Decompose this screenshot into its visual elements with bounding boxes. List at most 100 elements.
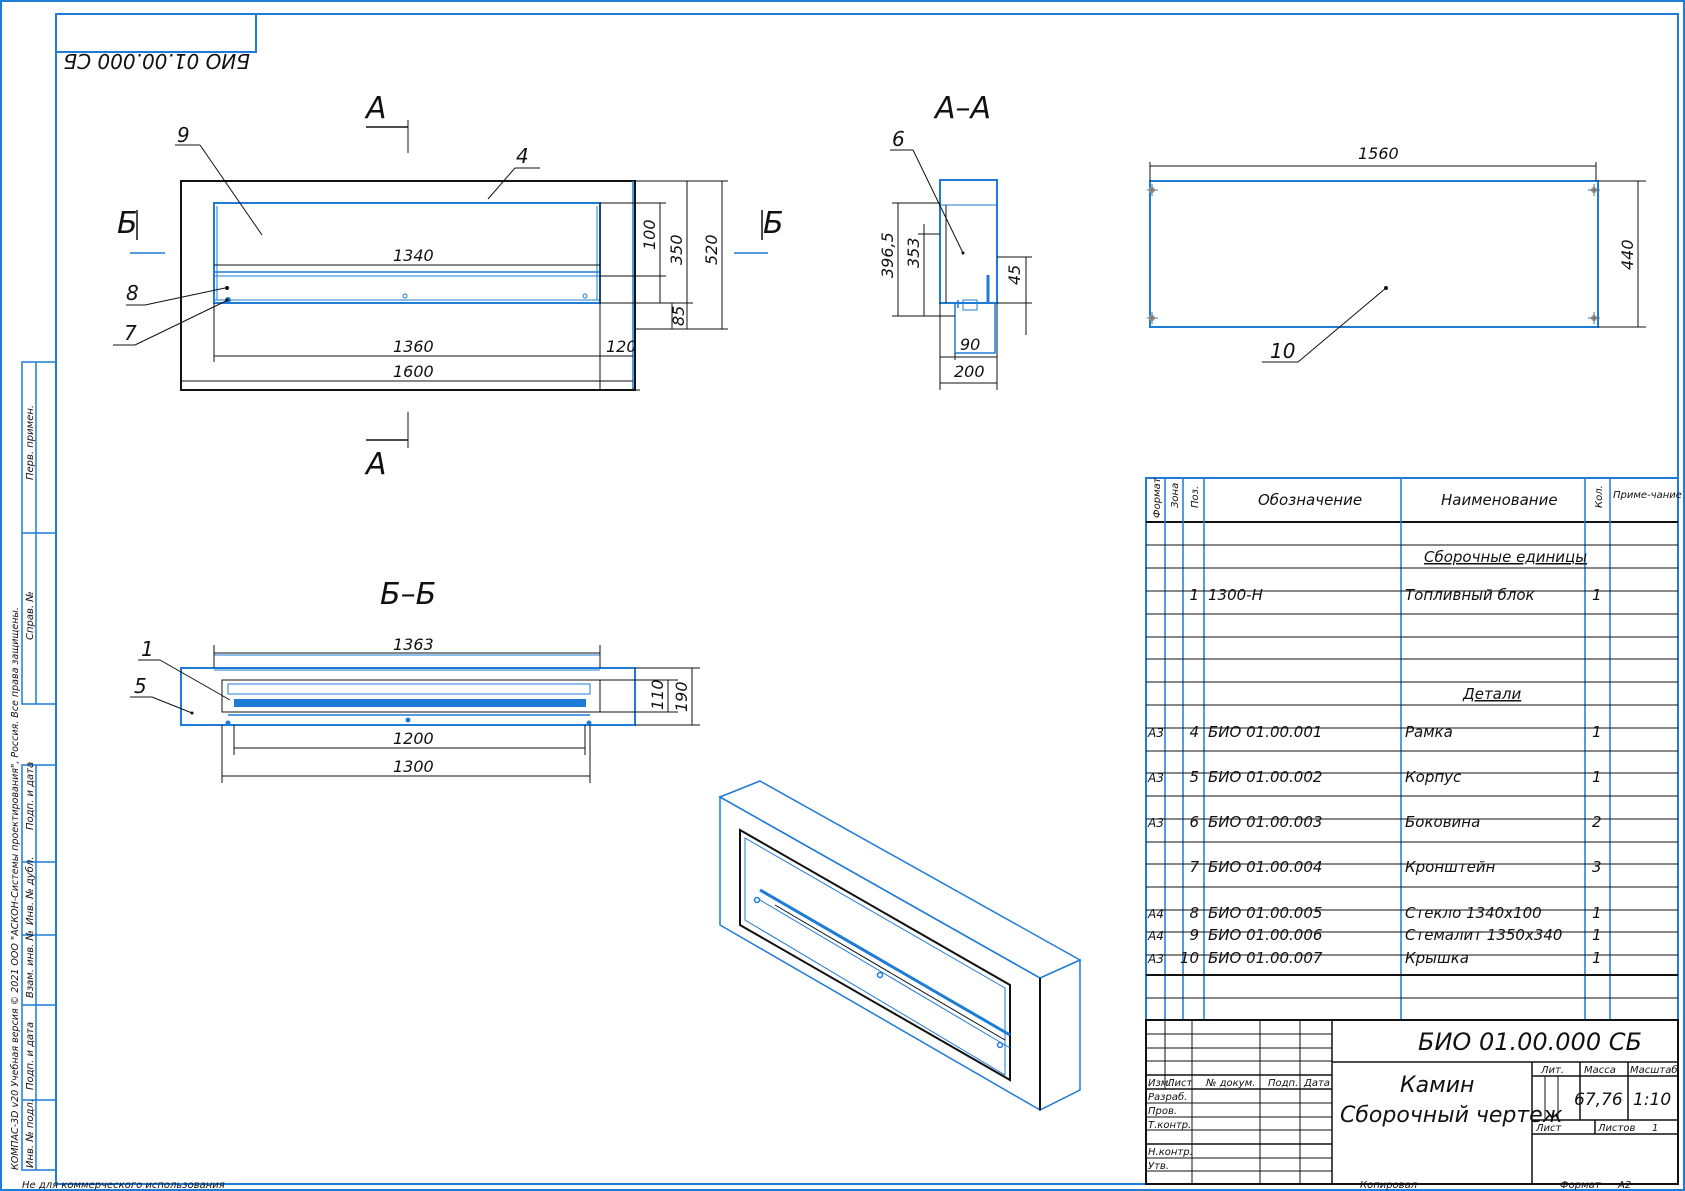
side-note: КОМПАС-3D v20 Учебная версия © 2021 ООО …	[10, 607, 21, 1170]
stamp-box: БИО 01.00.000 СБ	[55, 13, 257, 73]
leader-4: 4	[516, 144, 529, 168]
spec-header-name: Наименование	[1441, 491, 1558, 509]
dim-1360: 1360	[393, 337, 434, 356]
dim-1340: 1340	[393, 246, 434, 265]
spec-row-name: Стекло 1340х100	[1405, 904, 1542, 922]
dim-1600: 1600	[393, 362, 434, 381]
spec-row-name: Боковина	[1405, 813, 1480, 831]
dim-1200: 1200	[393, 729, 434, 748]
title-block: БИО 01.00.000 СБ Камин Сборочный чертеж …	[1145, 1019, 1679, 1185]
section-aa: А–А	[933, 91, 998, 354]
title-sheets-count: 1	[1652, 1123, 1658, 1134]
left-strip	[21, 361, 57, 1171]
spec-row-code: 1300-Н	[1208, 586, 1263, 604]
spec-row-name: Рамка	[1405, 723, 1453, 741]
spec-row-qty: 1	[1592, 904, 1602, 922]
side-label-dubl: Инв. № дубл.	[24, 857, 36, 925]
spec-row-name: Топливный блок	[1405, 586, 1535, 604]
dim-85: 85	[669, 306, 688, 326]
leader-9: 9	[177, 123, 190, 147]
section-b-left: Б	[117, 206, 138, 241]
col-head-date: Дата	[1303, 1078, 1330, 1089]
title-code: БИО 01.00.000 СБ	[1418, 1028, 1642, 1056]
footer: Не для коммерческого использования Копир…	[22, 1180, 1631, 1191]
role-tkontr: Т.контр.	[1148, 1120, 1191, 1131]
spec-row-qty: 1	[1592, 926, 1602, 944]
stamp-code: БИО 01.00.000 СБ	[63, 49, 250, 73]
section-bb-dim-text: 1363 110 190 1200 1300	[393, 635, 691, 776]
spec-row-name: Стемалит 1350х340	[1405, 926, 1562, 944]
dim-120: 120	[606, 337, 637, 356]
footer-copied: Копировал	[1360, 1180, 1418, 1191]
col-head-doc: № докум.	[1205, 1078, 1255, 1089]
dim-100: 100	[640, 219, 659, 250]
title-name-2: Сборочный чертеж	[1340, 1103, 1563, 1128]
leaders-front	[113, 144, 540, 346]
role-razrab: Разраб.	[1148, 1091, 1187, 1103]
spec-header-pos: Поз.	[1190, 486, 1201, 508]
spec-row-pos: 5	[1189, 768, 1199, 786]
dim-200: 200	[954, 362, 985, 381]
dim-520: 520	[702, 234, 721, 265]
role-utv: Утв.	[1148, 1161, 1169, 1172]
spec-row-pos: 1	[1189, 586, 1199, 604]
section-bb-title: Б–Б	[380, 577, 436, 612]
title-sheet-label: Лист	[1535, 1123, 1563, 1134]
leader-7: 7	[124, 321, 137, 345]
footer-format: Формат	[1560, 1180, 1602, 1191]
spec-section-parts: Детали	[1462, 685, 1521, 703]
section-bb-dims	[213, 645, 700, 783]
spec-section-assemblies: Сборочные единицы	[1424, 548, 1587, 566]
section-a-top: А	[364, 91, 387, 126]
spec-row-code: БИО 01.00.005	[1208, 904, 1322, 922]
side-label-podp2: Подп. и дата	[25, 1022, 36, 1090]
dim-90: 90	[960, 335, 980, 354]
footer-noncommercial: Не для коммерческого использования	[22, 1180, 225, 1191]
spec-header-code: Обозначение	[1258, 491, 1362, 509]
title-col-heads: Изм. Лист № докум. Подп. Дата	[1148, 1078, 1330, 1089]
section-b-right: Б	[763, 206, 784, 241]
spec-sections: Сборочные единицы Детали	[1424, 548, 1587, 703]
spec-row-pos: 10	[1180, 949, 1199, 967]
section-aa-dim-text: 396,5 353 45 90 200	[878, 232, 1024, 381]
front-dim-text: 1340 1360 120 1600 100 350 520 85	[393, 219, 721, 381]
spec-row-qty: 1	[1592, 768, 1602, 786]
spec-row-code: БИО 01.00.003	[1208, 813, 1322, 831]
title-scale-label: Масштаб	[1630, 1064, 1678, 1076]
spec-row-format: А3	[1147, 771, 1164, 785]
spec-row-code: БИО 01.00.001	[1208, 723, 1322, 741]
spec-headers: Формат Зона Поз. Обозначение Наименовани…	[1152, 476, 1682, 518]
role-prov: Пров.	[1148, 1106, 1177, 1117]
dim-1300: 1300	[393, 757, 434, 776]
spec-row-code: БИО 01.00.002	[1208, 768, 1322, 786]
dim-190: 190	[672, 681, 691, 712]
spec-row-qty: 1	[1592, 949, 1602, 967]
leader-6-label: 6	[892, 127, 905, 151]
spec-row-format: А3	[1147, 816, 1164, 830]
col-head-list: Лист	[1166, 1078, 1194, 1089]
leader-8: 8	[126, 281, 139, 305]
leader-10: 10	[1270, 339, 1295, 363]
spec-row-format: А4	[1147, 907, 1164, 921]
spec-header-note: Приме-чание	[1613, 490, 1682, 501]
leader-1: 1	[141, 637, 154, 661]
top-view	[1147, 162, 1646, 363]
side-label-perv: Перв. примен.	[25, 405, 36, 480]
side-label-podl: Инв. № подл.	[25, 1099, 36, 1168]
col-head-izm: Изм.	[1148, 1078, 1172, 1089]
spec-row-format: А3	[1147, 726, 1164, 740]
spec-header-format: Формат	[1152, 476, 1163, 518]
col-head-sign: Подп.	[1268, 1078, 1298, 1089]
leader-labels-bb: 1 5	[134, 637, 154, 698]
title-mass: 67,76	[1574, 1090, 1623, 1110]
leader-labels-front: 9 4 8 7	[124, 123, 529, 345]
dim-1363: 1363	[393, 635, 434, 654]
dim-110: 110	[648, 679, 667, 710]
footer-format-value: А2	[1617, 1180, 1631, 1191]
title-roles: Разраб. Пров. Т.контр. Н.контр. Утв.	[1148, 1091, 1193, 1172]
spec-table	[1145, 477, 1679, 1021]
spec-row-name: Кронштейн	[1405, 858, 1496, 876]
section-markers-front: А А Б Б	[117, 91, 784, 482]
